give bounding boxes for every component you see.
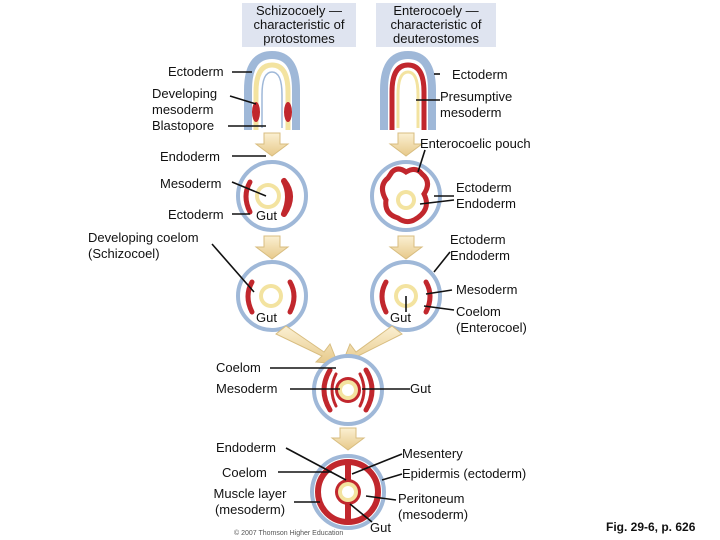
- schizocoely-title: Schizocoely — characteristic of protosto…: [242, 3, 356, 47]
- arrow-converge-left: [275, 325, 339, 365]
- label-mesentery: Mesentery: [402, 446, 463, 461]
- label-epidermis: Epidermis (ectoderm): [402, 466, 527, 481]
- coelom-section-final: [310, 454, 386, 530]
- schizocoely-section-2: [236, 260, 308, 332]
- arrow-down-2-right: [388, 235, 424, 260]
- arrow-down-3: [330, 427, 366, 451]
- label-gut-left: Gut: [256, 208, 277, 223]
- schizocoely-gastrula: [244, 50, 300, 130]
- label-endoderm-bottom: Endoderm: [216, 440, 276, 455]
- label-ectoderm-endoderm: Ectoderm Endoderm: [456, 180, 516, 211]
- label-mesoderm-bottom: Mesoderm: [216, 381, 278, 396]
- enterocoely-gastrula: [380, 50, 436, 130]
- label-ectoderm-left-2: Ectoderm: [168, 207, 224, 222]
- label-gut-bottom: Gut: [410, 381, 431, 396]
- enterocoely-section-1: [370, 160, 442, 232]
- enterocoely-title: Enterocoely — characteristic of deuteros…: [376, 3, 496, 47]
- copyright-credit: © 2007 Thomson Higher Education: [234, 530, 344, 537]
- label-mesoderm-right: Mesoderm: [456, 282, 518, 297]
- label-ectoderm-left: Ectoderm: [168, 64, 224, 79]
- label-blastopore: Blastopore: [152, 118, 215, 133]
- label-developing-mesoderm: Developing mesoderm: [152, 86, 218, 117]
- coelom-section-1: [312, 354, 384, 426]
- developing-mesoderm-cell-left: [252, 102, 260, 122]
- leader-lines: [211, 71, 455, 523]
- label-presumptive-mesoderm: Presumptive mesoderm: [440, 89, 513, 120]
- label-peritoneum: Peritoneum (mesoderm): [398, 491, 469, 522]
- label-coelom-bottom: Coelom: [216, 360, 261, 375]
- label-muscle-layer: Muscle layer (mesoderm): [213, 486, 287, 517]
- label-enterocoelic-pouch: Enterocoelic pouch: [420, 136, 531, 151]
- label-gut-right: Gut: [390, 310, 411, 325]
- label-coelom-bottom-2: Coelom: [222, 465, 267, 480]
- label-coelom-enterocoel: Coelom (Enterocoel): [456, 304, 527, 335]
- label-gut-left-2: Gut: [256, 310, 277, 325]
- label-ectoderm-right: Ectoderm: [452, 67, 508, 82]
- label-endoderm-left: Endoderm: [160, 149, 220, 164]
- label-ectoderm-endoderm-2: Ectoderm Endoderm: [450, 232, 510, 263]
- schizocoely-section-1: [236, 160, 308, 232]
- label-gut-bottom-2: Gut: [370, 520, 391, 535]
- arrow-down-1-right: [388, 132, 424, 157]
- label-developing-coelom: Developing coelom (Schizocoel): [88, 230, 199, 261]
- figure-label: Fig. 29-6, p. 626: [606, 520, 696, 534]
- label-mesoderm-left: Mesoderm: [160, 176, 222, 191]
- arrow-down-2-left: [254, 235, 290, 260]
- developing-mesoderm-cell-right: [284, 102, 292, 122]
- arrow-down-1-left: [254, 132, 290, 157]
